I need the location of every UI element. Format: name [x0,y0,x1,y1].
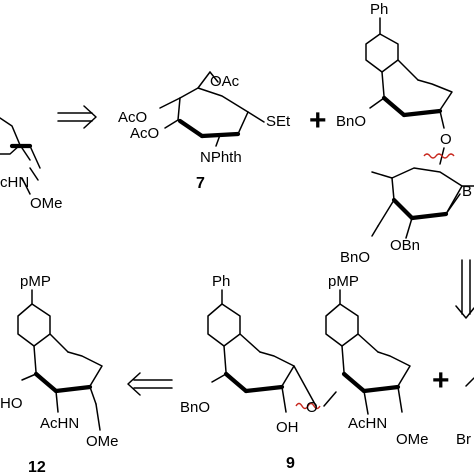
oac-6-label: OAc [210,73,240,90]
retro-arrow-right [455,259,474,319]
top-left-sugar: cHN OMe [0,117,63,212]
compound-12-number: 12 [28,459,46,474]
compound-7-number: 7 [196,175,205,192]
oh-label: OH [276,419,299,436]
ph-label: Ph [370,1,388,18]
pmp-12-label: pMP [20,273,51,290]
plus-sign-2: + [432,364,450,397]
o-label: O [440,131,452,148]
ome-12-label: OMe [86,433,119,450]
set-label: SEt [266,113,291,130]
br-bn-label: Br [456,431,471,448]
bno-2-label: BnO [340,249,370,266]
aco-3-label: AcO [130,125,159,142]
compound-12: pMP HO AcHN OMe 12 [0,273,119,474]
compound-9: Ph BnO OH O 9 pMP AcHN OMe [180,273,429,472]
bno-9-label: BnO [180,399,210,416]
acnh-9-label: AcHN [348,415,387,432]
ome-label: OMe [30,195,63,212]
compound-9-number: 9 [286,455,295,472]
bno-label: BnO [336,113,366,130]
plus-sign-1: + [309,104,327,137]
ph-9-label: Ph [212,273,230,290]
o-link-label: O [306,399,318,416]
pmp-9-label: pMP [328,273,359,290]
obn-label: OBn [390,237,420,254]
ome-9-label: OMe [396,431,429,448]
compound-7: OAc AcO AcO SEt NPhth 7 [118,71,291,192]
nphth-label: NPhth [200,149,242,166]
ho-label: HO [0,395,23,412]
retro-arrow-2 [127,372,173,396]
retro-arrow-1 [57,105,97,129]
top-right-disaccharide: Ph BnO O B OBn BnO [336,1,474,266]
aco-4-label: AcO [118,109,147,126]
acnh-12-label: AcHN [40,415,79,432]
bottom-right-fragment: Br [456,377,474,448]
b-label: B [462,183,472,200]
